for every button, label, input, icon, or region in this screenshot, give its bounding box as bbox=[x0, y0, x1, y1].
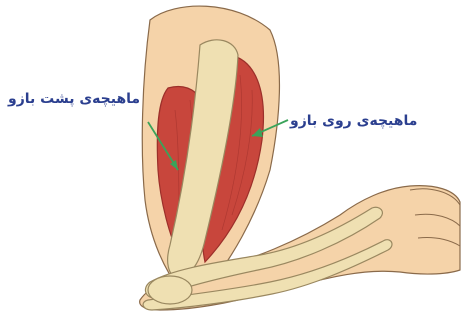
elbow-joint bbox=[148, 276, 192, 304]
triceps-label: ماهیچه‌ی پشت بازو bbox=[8, 91, 140, 107]
biceps-label: ماهیچه‌ی روی بازو bbox=[290, 113, 417, 129]
